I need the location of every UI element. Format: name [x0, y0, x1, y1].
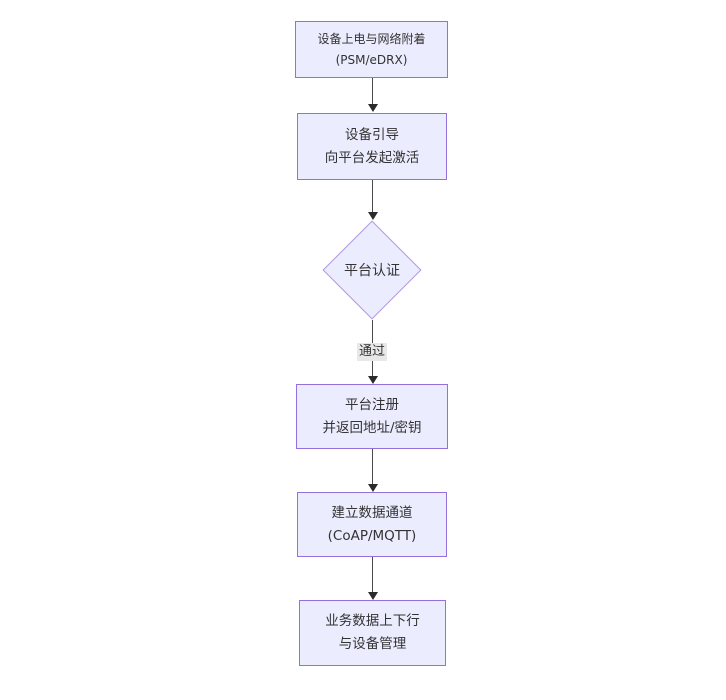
node-text-line: 并返回地址/密钥: [322, 419, 422, 436]
node-text-line: 平台认证: [344, 263, 400, 279]
node-power-attach: 设备上电与网络附着 (PSM/eDRX): [295, 21, 448, 78]
arrowhead-icon: [367, 592, 378, 600]
edge-data-channel-to-business-data: [367, 557, 378, 600]
node-text-line: 建立数据通道: [331, 504, 413, 521]
node-text-line: 平台注册: [345, 396, 399, 413]
node-text-line: 与设备管理: [338, 636, 407, 652]
edge-label-pass: 通过: [356, 343, 388, 362]
edge-bootstrap-to-platform-auth: [367, 180, 378, 220]
node-bootstrap: 设备引导 向平台发起激活: [297, 113, 447, 180]
node-text-line: (CoAP/MQTT): [327, 527, 417, 544]
node-platform-auth: 平台认证: [322, 220, 422, 320]
node-text-line: 向平台发起激活: [324, 149, 420, 166]
node-text-line: 业务数据上下行: [325, 613, 420, 630]
node-data-channel: 建立数据通道 (CoAP/MQTT): [297, 492, 447, 557]
arrowhead-icon: [367, 484, 378, 492]
arrowhead-icon: [367, 212, 378, 220]
arrowhead-icon: [367, 104, 378, 112]
edge-power-attach-to-bootstrap: [367, 78, 378, 112]
node-text-line: 设备上电与网络附着: [317, 32, 426, 47]
node-text-line: (PSM/eDRX): [335, 52, 408, 67]
node-text-line: 设备引导: [345, 126, 399, 143]
node-register: 平台注册 并返回地址/密钥: [296, 384, 448, 449]
node-business-data: 业务数据上下行 与设备管理: [299, 600, 446, 666]
arrowhead-icon: [367, 376, 378, 384]
edge-register-to-data-channel: [367, 449, 378, 492]
